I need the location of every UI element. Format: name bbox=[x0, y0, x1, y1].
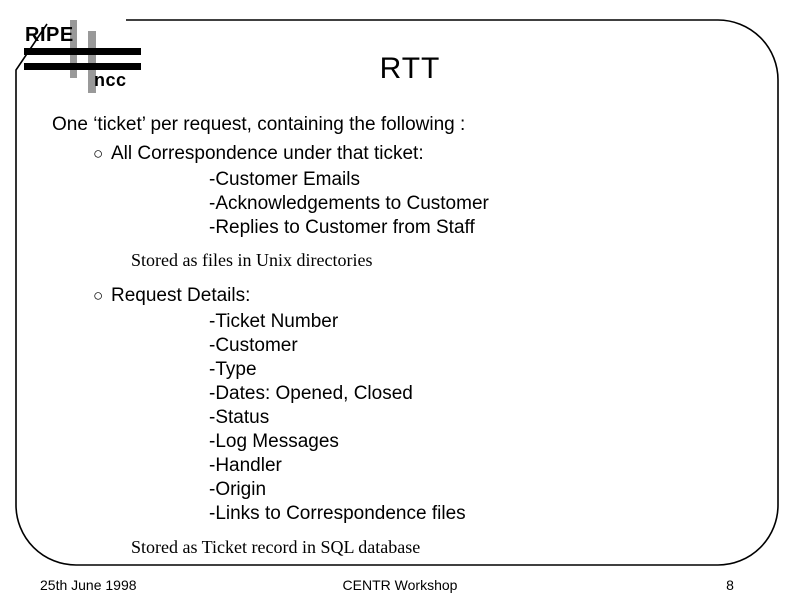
logo-text-ncc: ncc bbox=[94, 70, 127, 90]
section-heading-label: Request Details: bbox=[111, 285, 251, 306]
list-item: -Ticket Number bbox=[209, 311, 339, 332]
bullet-circle-icon: ○ bbox=[93, 144, 104, 163]
list-item: -Status bbox=[209, 407, 270, 428]
logo-vertical-bar-right bbox=[88, 31, 96, 93]
bullet-circle-icon: ○ bbox=[93, 286, 104, 305]
footer-event: CENTR Workshop bbox=[342, 577, 458, 593]
list-item: -Customer bbox=[209, 335, 298, 356]
list-item: -Links to Correspondence files bbox=[209, 503, 466, 524]
lead-line: One ‘ticket’ per request, containing the… bbox=[52, 114, 466, 135]
ripe-ncc-logo: RIPE ncc bbox=[18, 18, 148, 98]
footer-page-number: 8 bbox=[726, 577, 734, 593]
logo-horizontal-bar-bottom bbox=[24, 63, 141, 70]
footer-date: 25th June 1998 bbox=[40, 577, 137, 593]
section-heading-label: All Correspondence under that ticket: bbox=[111, 143, 424, 164]
section-note-request-details: Stored as Ticket record in SQL database bbox=[131, 537, 421, 557]
list-item: -Handler bbox=[209, 455, 282, 476]
list-item: -Customer Emails bbox=[209, 169, 360, 190]
section-heading-request-details: ○ Request Details: bbox=[93, 286, 250, 306]
logo-horizontal-bar-top bbox=[24, 48, 141, 55]
section-heading-correspondence: ○ All Correspondence under that ticket: bbox=[93, 144, 424, 164]
list-item: -Replies to Customer from Staff bbox=[209, 217, 475, 238]
slide-title: RTT bbox=[379, 52, 441, 85]
list-item: -Log Messages bbox=[209, 431, 339, 452]
section-note-correspondence: Stored as files in Unix directories bbox=[131, 250, 373, 270]
logo-text-ripe: RIPE bbox=[25, 24, 74, 46]
list-item: -Dates: Opened, Closed bbox=[209, 383, 413, 404]
list-item: -Acknowledgements to Customer bbox=[209, 193, 489, 214]
list-item: -Type bbox=[209, 359, 257, 380]
list-item: -Origin bbox=[209, 479, 267, 500]
